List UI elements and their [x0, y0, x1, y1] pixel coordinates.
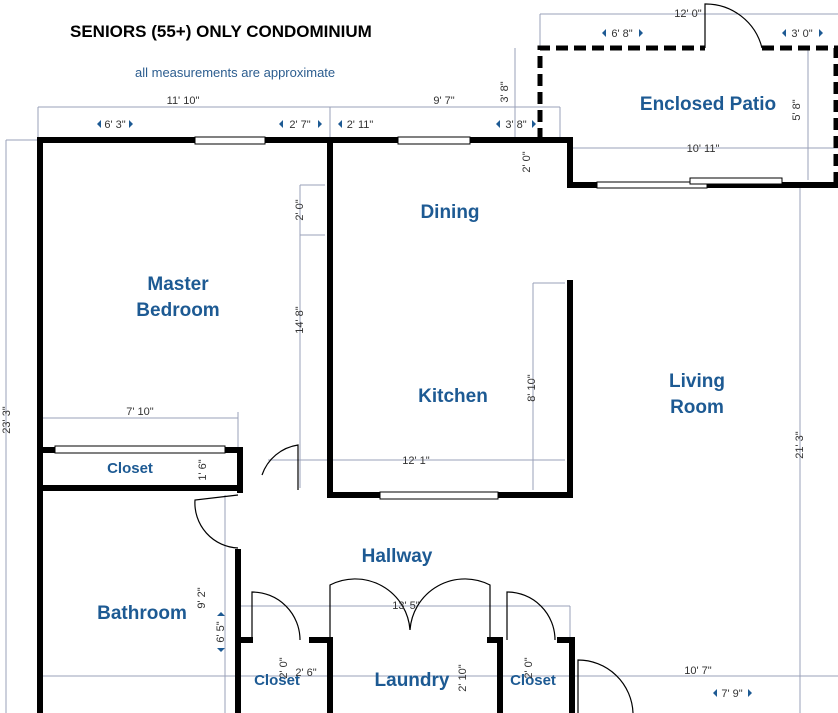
dim-closet-left-depth: 2' 0": [278, 657, 290, 678]
dim-patio-depth-right: 5' 8": [791, 99, 803, 120]
patio-slider-right: [689, 177, 783, 185]
dim-top-right-width: 9' 7": [433, 95, 454, 107]
dim-bedroom-wall-top: 2' 0": [294, 199, 306, 220]
dim-closet-depth: 1' 6": [197, 459, 209, 480]
patio-walls: [537, 45, 838, 185]
room-label-kitchen: Kitchen: [418, 386, 488, 407]
dim-kitchen-width: 12' 1": [402, 455, 430, 467]
dim-top-left-width: 11' 10": [167, 95, 200, 107]
room-labels: Master Bedroom Dining Kitchen Living Roo…: [97, 94, 776, 691]
dim-bathroom-height: 9' 2": [196, 587, 208, 608]
dining-window: [397, 136, 471, 145]
dim-dining-window-left: 2' 11": [347, 119, 374, 131]
doors: [194, 3, 763, 713]
kitchen-window: [379, 491, 499, 500]
dim-kitchen-height: 8' 10": [526, 374, 538, 402]
dim-overall-height: 23' 3": [1, 406, 13, 434]
dim-living-top-width: 10' 11": [687, 143, 720, 155]
bedroom-window: [194, 136, 266, 145]
room-label-hallway: Hallway: [362, 546, 433, 567]
dim-living-bottom-width: 10' 7": [684, 665, 712, 677]
dim-patio-door-left: 6' 8": [611, 28, 632, 40]
dim-bedroom-window-right: 2' 7": [289, 119, 310, 131]
closet-right-door-swing: [506, 591, 556, 641]
page-title: SENIORS (55+) ONLY CONDOMINIUM: [70, 22, 372, 41]
room-label-closet-left: Closet: [254, 672, 300, 689]
dimension-lines: [5, 13, 838, 713]
dim-hallway-width: 13' 5": [392, 600, 420, 612]
dim-closet-right-depth: 2' 0": [523, 657, 535, 678]
dim-closet-left-width: 2' 6": [295, 667, 316, 679]
bathroom-door-swing: [194, 494, 239, 549]
dim-bathroom-lower: 6' 5": [215, 621, 227, 642]
laundry-door-left-swing: [329, 578, 411, 640]
dim-closet-width: 7' 10": [126, 406, 154, 418]
dim-bedroom-window-left: 6' 3": [104, 119, 125, 131]
windows: [54, 136, 783, 500]
dim-patio-step: 2' 0": [521, 151, 533, 172]
room-label-laundry: Laundry: [375, 670, 450, 691]
page-subtitle: all measurements are approximate: [135, 65, 335, 80]
laundry-door-right-swing: [409, 578, 491, 640]
dim-patio-door-right: 3' 0": [791, 28, 812, 40]
dim-bedroom-height: 14' 8": [294, 306, 306, 334]
closet-left-door-swing: [251, 591, 301, 641]
dim-patio-width: 12' 0": [674, 8, 702, 20]
dim-living-height: 21' 3": [794, 431, 806, 459]
room-label-bathroom: Bathroom: [97, 603, 187, 624]
room-label-dining: Dining: [420, 202, 479, 223]
room-label-living-2: Room: [670, 397, 724, 418]
room-label-master-bedroom: Master: [147, 274, 209, 295]
room-label-enclosed-patio: Enclosed Patio: [640, 94, 776, 115]
patio-door-swing: [704, 3, 763, 49]
bedroom-door-swing: [261, 444, 299, 490]
dimension-arrows: [97, 29, 823, 697]
dim-laundry-depth: 2' 10": [457, 664, 469, 692]
room-label-closet-right: Closet: [510, 672, 556, 689]
room-label-master-bedroom-2: Bedroom: [136, 300, 219, 321]
dim-entry-width: 7' 9": [721, 688, 742, 700]
room-label-living: Living: [669, 371, 725, 392]
room-label-closet-bedroom: Closet: [107, 460, 153, 477]
walls: [37, 137, 838, 713]
dimension-labels: 11' 10" 9' 7" 6' 3" 2' 7" 2' 11" 3' 8" 1…: [1, 8, 813, 700]
dim-dining-window-right: 3' 8": [505, 119, 526, 131]
dim-patio-depth-left: 3' 8": [499, 81, 511, 102]
patio-slider-left: [596, 181, 708, 189]
closet-slider: [54, 445, 226, 454]
entry-door-swing: [577, 659, 634, 713]
